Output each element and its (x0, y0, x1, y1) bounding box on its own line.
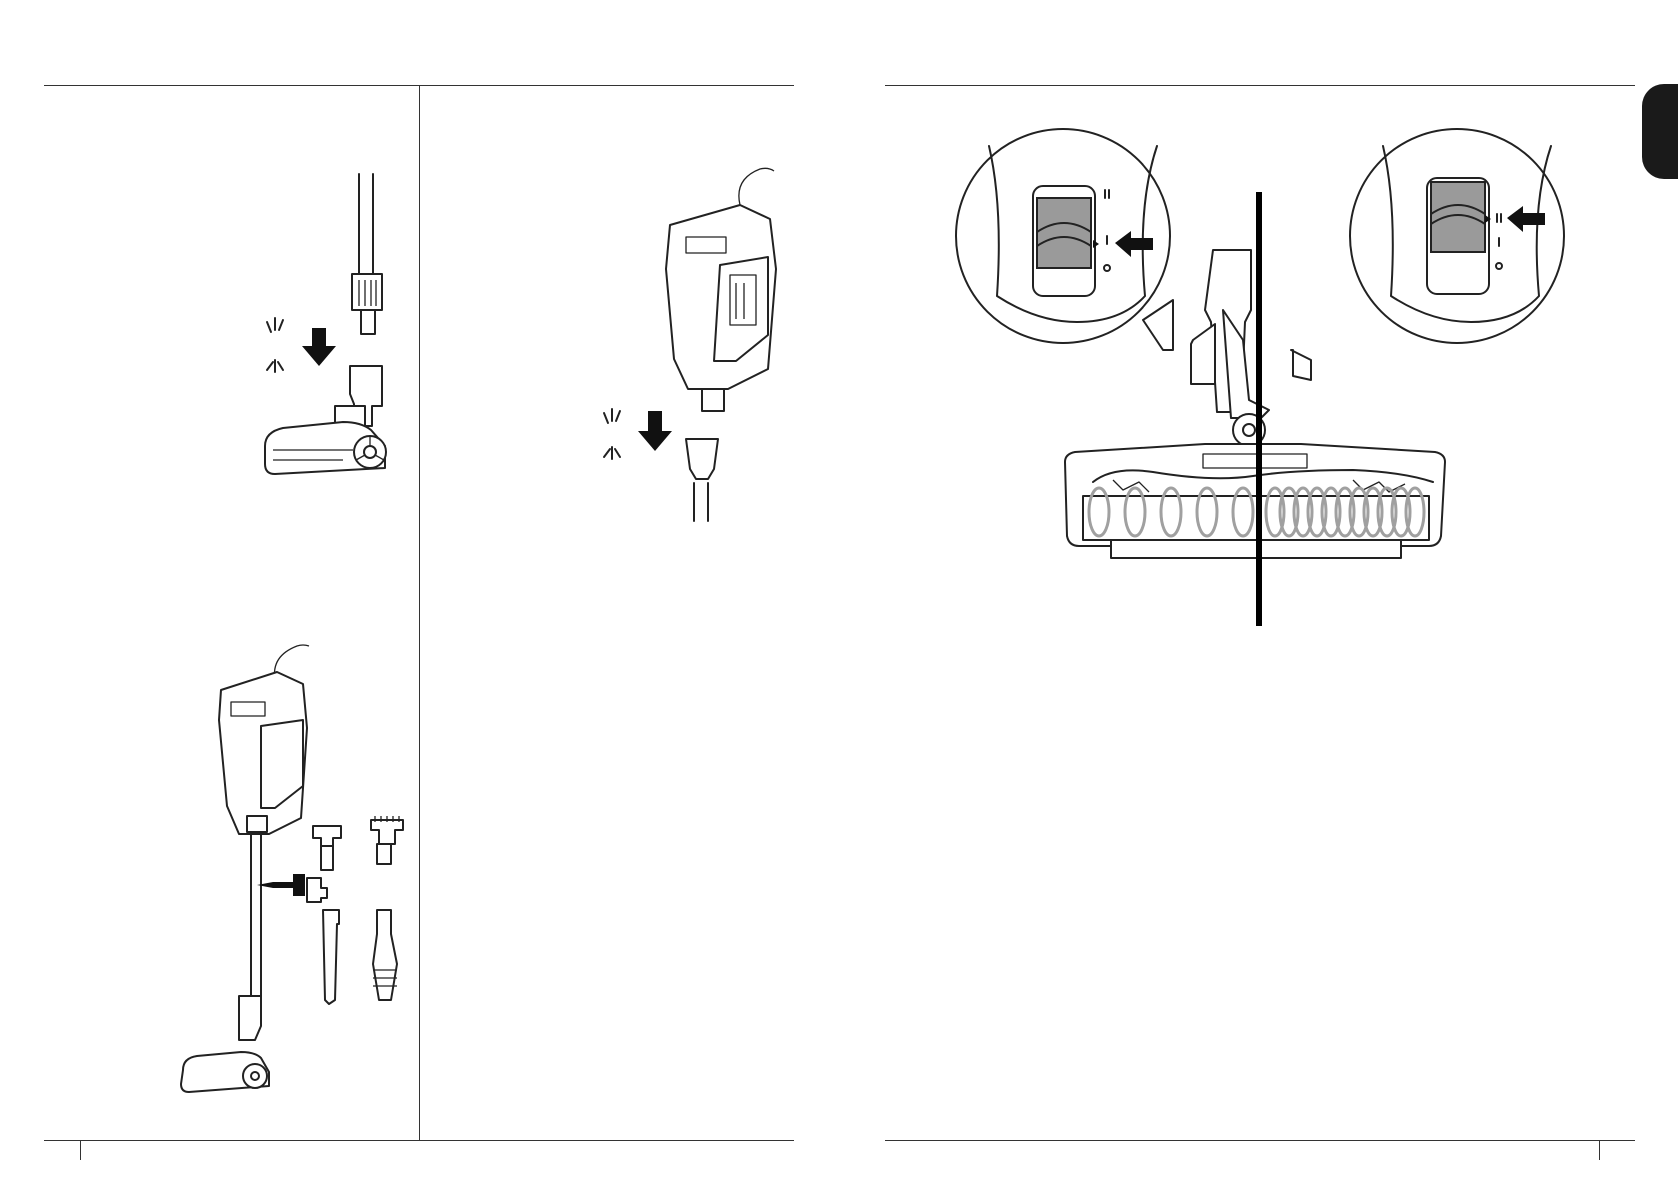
page-number-tick (80, 1140, 81, 1160)
right-page (839, 0, 1678, 1191)
down-arrow-icon (302, 328, 336, 366)
floor-nozzle-brushroll-illustration (1053, 190, 1473, 630)
column-divider (419, 85, 420, 1140)
wand-to-floor-nozzle-click-illustration (255, 170, 415, 490)
bottom-rule (885, 1140, 1635, 1141)
page-number-tick (1599, 1140, 1600, 1160)
left-page (0, 0, 839, 1191)
down-arrow-icon (638, 411, 672, 451)
left-arrow-icon (257, 874, 305, 896)
section-tab (1642, 84, 1678, 179)
pod-to-wand-click-illustration (590, 165, 820, 525)
bottom-rule (44, 1140, 794, 1141)
top-rule (885, 85, 1635, 86)
attachments-to-wand-illustration (175, 640, 415, 1100)
